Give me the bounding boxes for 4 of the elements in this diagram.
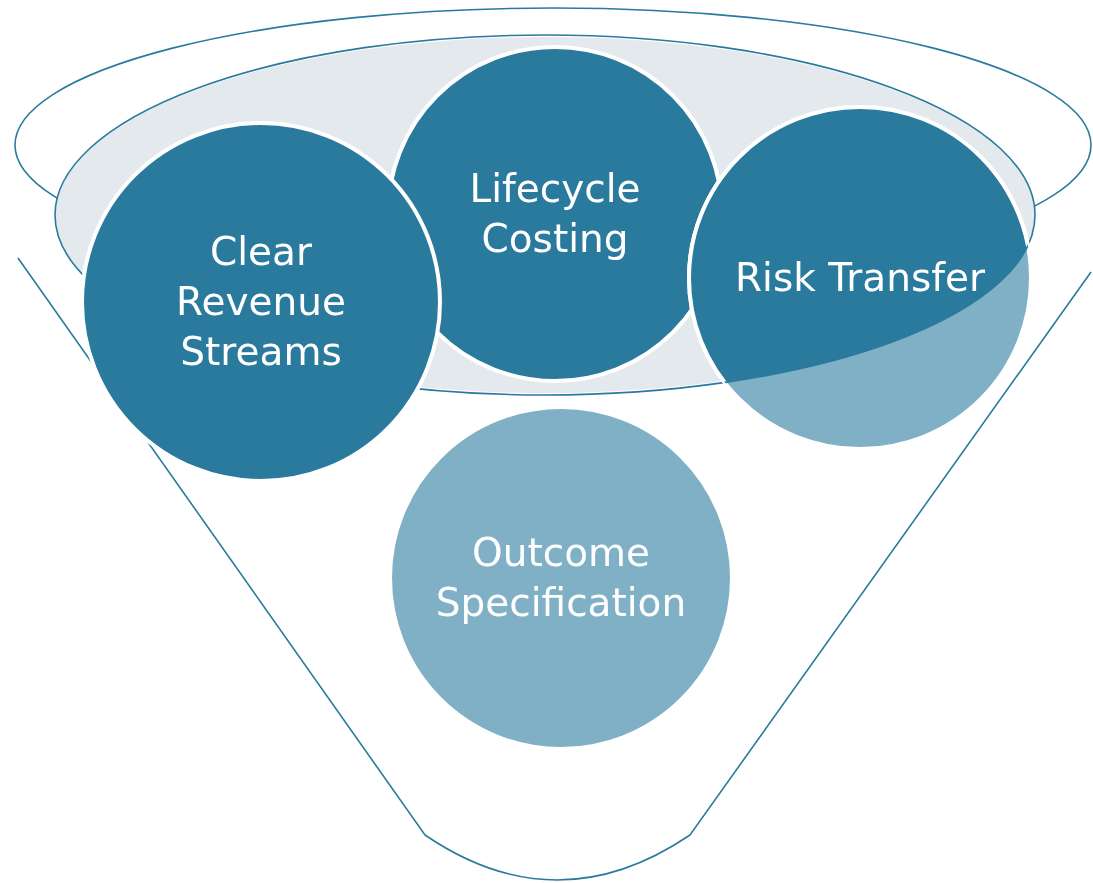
circle-label: Clear Revenue Streams: [175, 228, 347, 376]
circle-label: Lifecycle Costing: [468, 165, 642, 263]
circle-label: Risk Transfer: [734, 254, 986, 302]
circle-label: Outcome Specification: [434, 529, 688, 627]
